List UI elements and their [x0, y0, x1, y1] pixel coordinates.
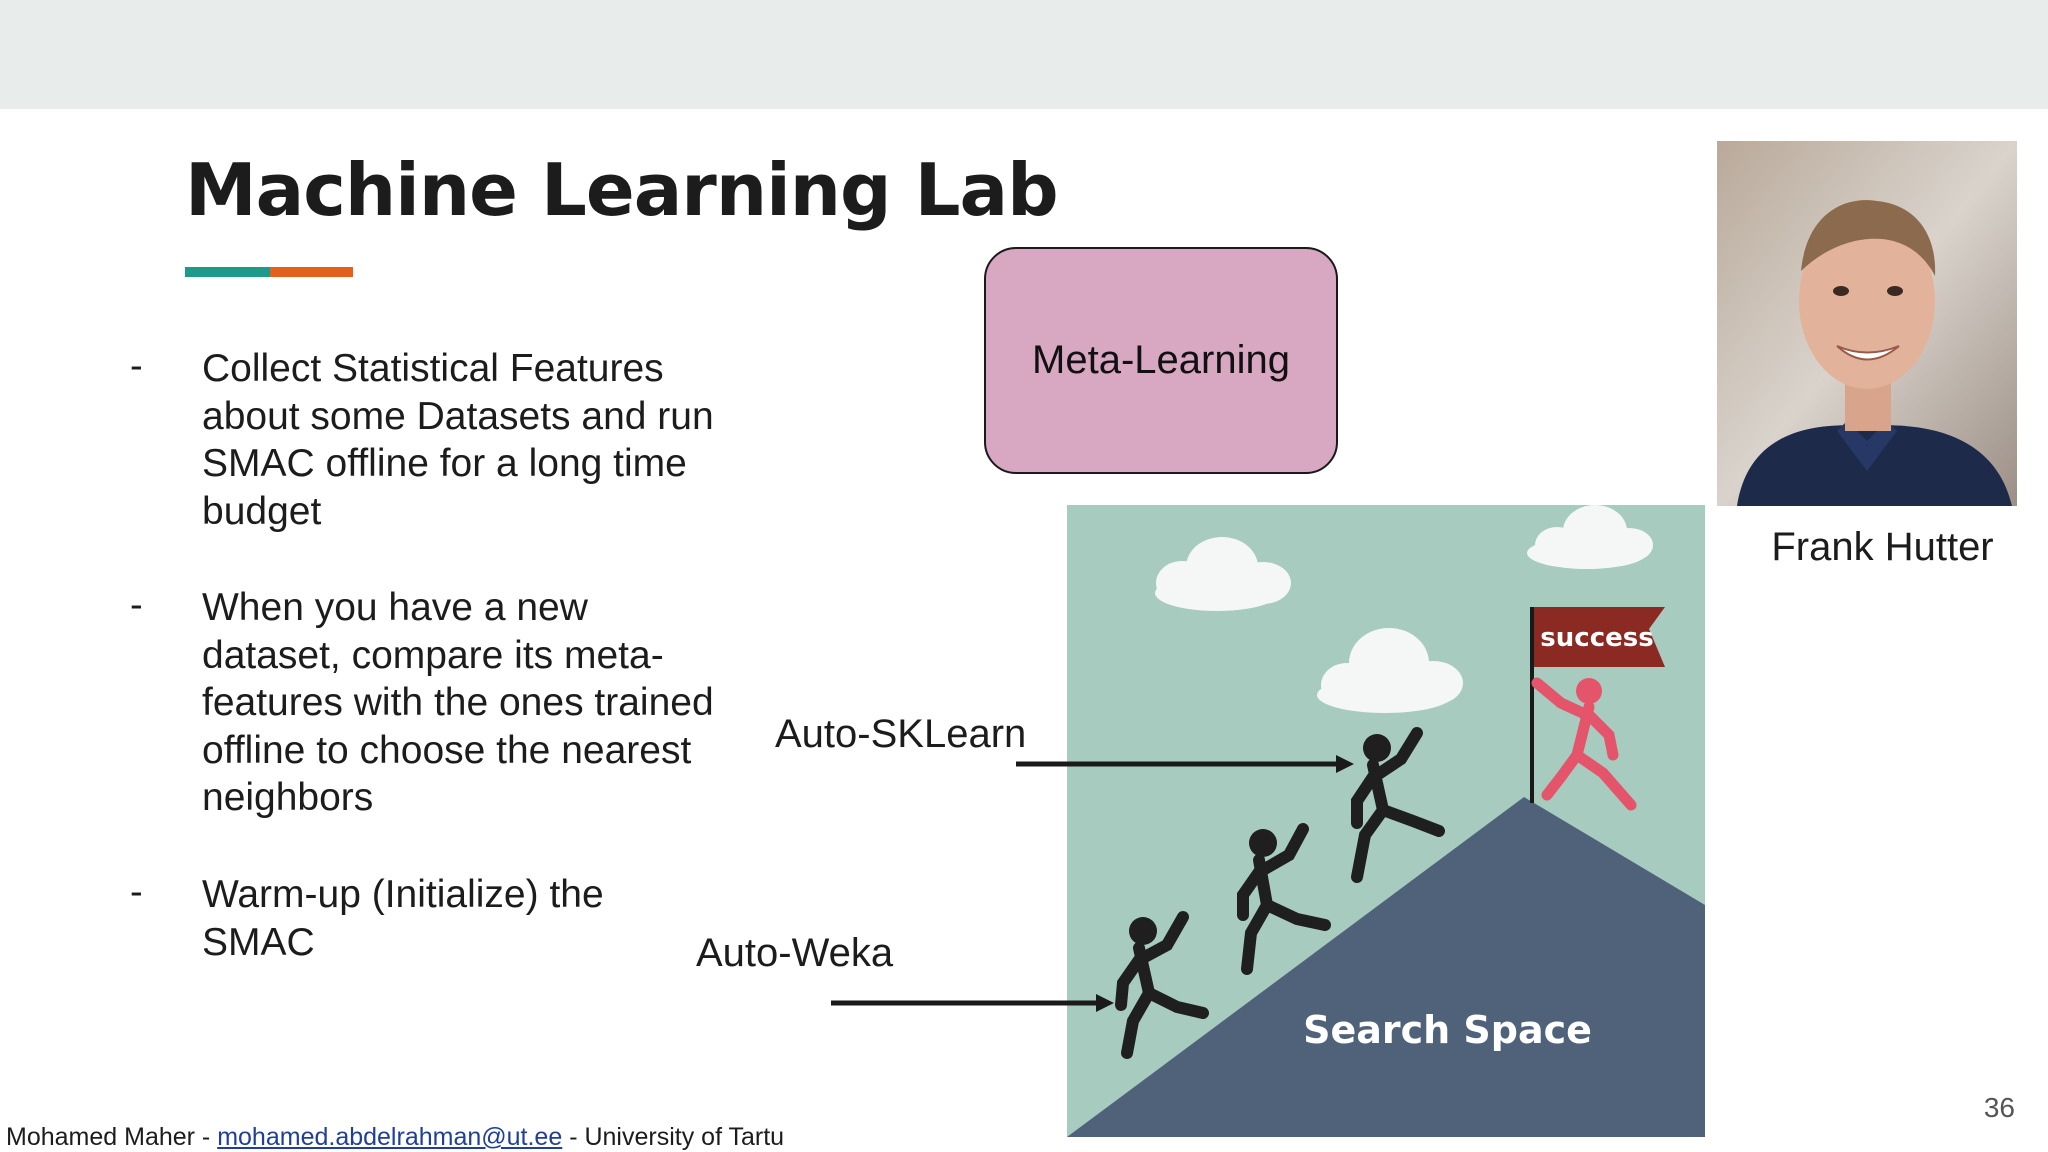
- footer: Mohamed Maher - mohamed.abdelrahman@ut.e…: [6, 1123, 784, 1152]
- title-accent-teal: [185, 267, 270, 277]
- auto-weka-label: Auto-Weka: [696, 931, 894, 975]
- frank-hutter-photo: [1717, 141, 2017, 506]
- cloud-icon: [1527, 505, 1653, 569]
- cloud-icon: [1317, 628, 1463, 713]
- climber-figure-icon: [1237, 823, 1331, 975]
- title-accent-orange: [270, 267, 353, 277]
- success-flag: [1534, 607, 1665, 667]
- success-figure-icon: [1531, 677, 1637, 811]
- top-bar: [0, 0, 2048, 109]
- mountain-climbing-illustration: success: [1067, 505, 1705, 1137]
- mountain-shape: [1067, 797, 1705, 1137]
- climber-figure-icon: [1115, 911, 1209, 1059]
- slide-title: Machine Learning Lab: [185, 148, 1059, 232]
- auto-sklearn-label: Auto-SKLearn: [775, 712, 1027, 756]
- flag-label: success: [1540, 623, 1653, 653]
- cloud-icon: [1155, 537, 1291, 611]
- meta-learning-box: Meta-Learning: [984, 247, 1338, 474]
- bullet-dash: -: [130, 871, 143, 913]
- search-space-label: Search Space: [1303, 1008, 1592, 1052]
- page-number: 36: [1983, 1092, 2015, 1123]
- climber-figure-icon: [1351, 727, 1445, 883]
- bullet-text: Warm-up (Initialize) the SMAC: [202, 873, 604, 964]
- footer-author: Mohamed Maher -: [6, 1123, 211, 1151]
- bullet-text: When you have a new dataset, compare its…: [202, 586, 714, 819]
- footer-email-link[interactable]: mohamed.abdelrahman@ut.ee: [217, 1123, 563, 1151]
- bullet-text: Collect Statistical Features about some …: [202, 347, 714, 533]
- bullet-dash: -: [130, 584, 143, 626]
- meta-learning-label: Meta-Learning: [1032, 338, 1290, 382]
- person-name-caption: Frank Hutter: [1771, 525, 1994, 569]
- footer-institution: - University of Tartu: [569, 1123, 785, 1151]
- bullet-dash: -: [130, 345, 143, 387]
